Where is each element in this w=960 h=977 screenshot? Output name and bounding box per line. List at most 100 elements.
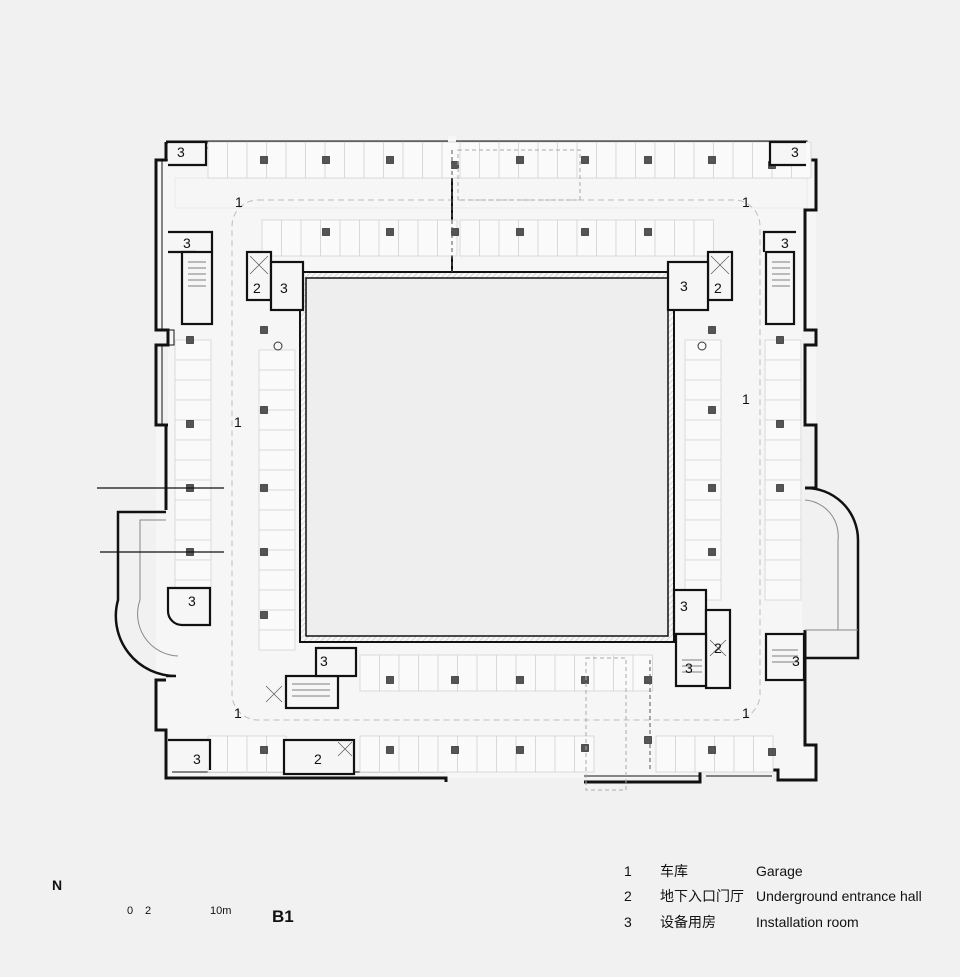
column-marker <box>386 228 394 236</box>
parking-stall <box>764 439 802 461</box>
parking-stall <box>576 219 597 257</box>
column-marker <box>644 228 652 236</box>
parking-stall <box>684 379 722 401</box>
parking-stall <box>174 439 212 461</box>
parking-stall <box>418 654 439 692</box>
column-marker <box>186 420 194 428</box>
parking-stall <box>574 654 595 692</box>
parking-stall <box>635 219 656 257</box>
parking-stall <box>457 735 478 773</box>
parking-stall <box>557 141 578 179</box>
parking-stall <box>281 219 302 257</box>
parking-stall <box>378 219 399 257</box>
room-label-installation: 3 <box>320 653 328 669</box>
parking-stall <box>764 459 802 481</box>
parking-stall <box>764 519 802 541</box>
legend-chinese-label: 设备用房 <box>660 914 716 931</box>
parking-stall <box>174 399 212 421</box>
parking-stall <box>174 379 212 401</box>
parking-stall <box>258 569 296 591</box>
accessible-parking-icon <box>273 341 707 351</box>
parking-stall <box>496 654 517 692</box>
room-label-installation: 3 <box>680 598 688 614</box>
room-label-installation: 3 <box>791 144 799 160</box>
parking-stall <box>266 141 287 179</box>
parking-stall <box>207 141 228 179</box>
column-marker <box>644 736 652 744</box>
column-marker <box>322 156 330 164</box>
parking-stall <box>227 141 248 179</box>
parking-stall <box>258 529 296 551</box>
room-label-installation: 3 <box>188 593 196 609</box>
parking-stall <box>596 141 617 179</box>
parking-stall <box>246 735 267 773</box>
parking-stall <box>515 654 536 692</box>
parking-stall <box>359 735 380 773</box>
parking-stall <box>359 219 380 257</box>
parking-stall <box>418 735 439 773</box>
parking-stall <box>258 369 296 391</box>
column-marker <box>260 548 268 556</box>
parking-stall <box>398 654 419 692</box>
column-marker <box>644 156 652 164</box>
parking-stall <box>417 219 438 257</box>
parking-stall <box>764 559 802 581</box>
parking-stall <box>714 735 735 773</box>
service-cores <box>166 140 806 776</box>
parking-stall <box>258 509 296 531</box>
room-label-entrance: 2 <box>314 751 322 767</box>
parking-stall <box>437 654 458 692</box>
column-marker <box>708 326 716 334</box>
column-marker <box>581 744 589 752</box>
column-marker <box>386 156 394 164</box>
parking-stall <box>227 735 248 773</box>
room-label-installation: 3 <box>680 278 688 294</box>
parking-stall <box>363 141 384 179</box>
legend-number: 1 <box>624 862 632 879</box>
stair-marks <box>188 255 798 757</box>
parking-stall <box>554 654 575 692</box>
column-marker <box>708 746 716 754</box>
column-marker <box>708 156 716 164</box>
parking-stall <box>305 141 326 179</box>
parking-stall <box>693 219 714 257</box>
parking-stall <box>713 141 734 179</box>
parking-stall <box>684 459 722 481</box>
column-marker <box>260 746 268 754</box>
parking-stall <box>733 735 754 773</box>
west-ramp <box>97 487 224 678</box>
parking-stall <box>258 629 296 651</box>
parking-stall <box>764 359 802 381</box>
parking-stall <box>379 654 400 692</box>
parking-stall <box>518 219 539 257</box>
legend-chinese-label: 地下入口门厅 <box>660 889 744 906</box>
parking-stall <box>479 141 500 179</box>
parking-stall <box>344 141 365 179</box>
room-label-installation: 3 <box>193 751 201 767</box>
parking-stall <box>764 579 802 601</box>
column-marker <box>516 746 524 754</box>
column-marker <box>260 484 268 492</box>
column-marker <box>451 746 459 754</box>
column-marker <box>451 228 459 236</box>
parking-stall <box>498 141 519 179</box>
column-marker <box>451 161 459 169</box>
parking-stall <box>537 141 558 179</box>
legend-item: 3 设备用房 Installation room <box>620 909 922 935</box>
parking-stall <box>764 539 802 561</box>
parking-stall <box>459 219 480 257</box>
parking-stall <box>535 735 556 773</box>
floor-plan: 3 3 1 1 3 3 2 3 3 2 1 1 3 3 3 2 3 3 1 1 … <box>97 140 860 791</box>
column-marker <box>516 228 524 236</box>
parking-stall <box>684 559 722 581</box>
room-label-installation: 3 <box>183 235 191 251</box>
entrance-corridors <box>451 149 651 791</box>
column-marker <box>581 676 589 684</box>
parking-stall <box>379 735 400 773</box>
column-marker <box>260 156 268 164</box>
parking-stall <box>457 654 478 692</box>
parking-stall <box>258 449 296 471</box>
parking-stalls <box>174 141 812 773</box>
parking-stall <box>422 141 443 179</box>
parking-stall <box>574 735 595 773</box>
